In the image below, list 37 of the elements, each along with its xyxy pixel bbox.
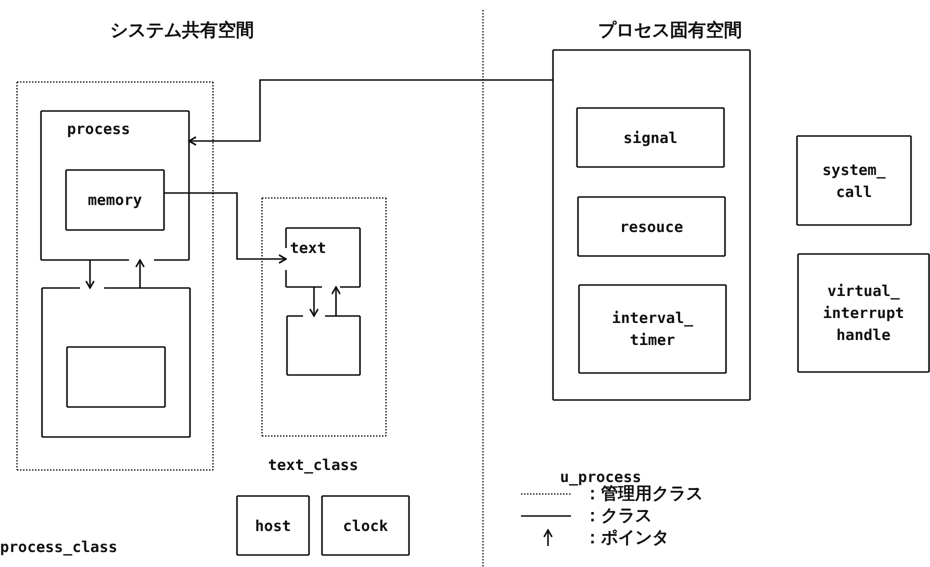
class-label: text_class [268, 455, 358, 476]
arrow [164, 192, 287, 264]
class-box [798, 254, 929, 372]
section-heading: プロセス固有空間 [598, 19, 742, 42]
class-box [577, 108, 724, 167]
class-label: virtual_ interrupt handle [822, 281, 906, 346]
legend-text: ：クラス [584, 505, 652, 527]
class-box [579, 285, 726, 373]
class-box [797, 136, 911, 225]
class-box [322, 496, 409, 555]
arrow [331, 286, 341, 316]
class-box [286, 228, 360, 287]
empty-box [42, 288, 190, 437]
class-box [578, 197, 725, 256]
class-label: process [67, 119, 130, 140]
class-label: text [290, 238, 326, 259]
arrow [309, 287, 319, 317]
class-box [237, 496, 309, 555]
empty-box [67, 347, 165, 407]
arrow [188, 79, 553, 146]
empty-box [287, 316, 360, 375]
class-label: host [254, 516, 292, 537]
class-box [41, 111, 189, 260]
class-label: system_ call [821, 160, 887, 203]
class-label: u_process [560, 467, 642, 486]
legend-text: ：管理用クラス [584, 484, 703, 505]
section-heading: システム共有空間 [110, 19, 254, 42]
class-label: process_class [0, 537, 118, 558]
class-label: memory [86, 190, 144, 211]
arrow [85, 260, 95, 289]
legend-text: ：ポインタ [584, 527, 669, 549]
class-label: clock [342, 516, 390, 537]
class-box [66, 170, 164, 230]
arrow [135, 259, 145, 288]
class-label: interval_ timer [610, 308, 694, 351]
class-label: resouce [618, 217, 684, 238]
class-label: signal [622, 128, 679, 149]
